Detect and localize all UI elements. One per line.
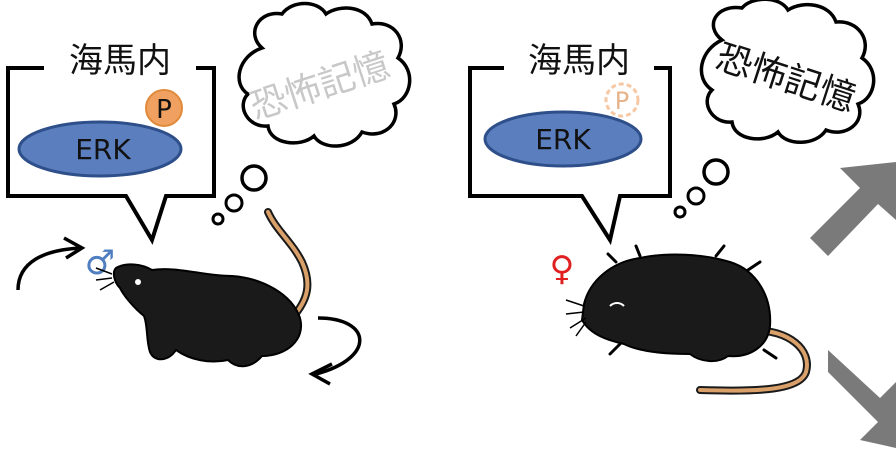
left-erk-protein [17,120,183,178]
arrow-up-right-icon [810,162,896,256]
left-mouse-body [112,263,303,368]
left-thought-bubble-small [211,212,225,226]
right-thought-cloud [699,0,876,144]
right-phospho-label: P [615,87,629,115]
right-phospho-badge-faded [604,82,640,118]
left-region-label: 海馬内 [69,41,171,81]
right-mouse-body [580,253,772,362]
right-thought-bubble-small [673,205,687,219]
left-phospho-badge [145,89,183,127]
left-mouse-whiskers [95,267,115,291]
right-erk-label: ERK [535,123,591,156]
moving-mouse-icon [95,208,312,368]
right-thought-bubble-medium [686,186,706,206]
freezing-mouse-icon [565,244,811,395]
left-erk-label: ERK [75,133,131,166]
right-thought-bubble-large [702,158,730,186]
right-mouse-whiskers [565,299,587,337]
right-erk-protein [483,110,643,168]
left-panel: 海馬内 ERK P 恐怖記憶 ♂ [6,1,412,386]
left-motion-arrow-top [16,246,81,291]
left-thought-cloud [237,1,412,148]
left-thought-bubble-medium [224,193,244,213]
right-panel: 海馬内 ERK P 恐怖記憶 ♀ [468,0,896,448]
left-motion-arrow-top-head [63,236,86,260]
male-symbol: ♂ [85,243,115,283]
left-motion-arrow-bottom [315,316,362,376]
female-symbol: ♀ [550,249,575,289]
right-region-label: 海馬内 [528,41,630,81]
right-mouse-closed-eye [609,302,625,307]
left-phospho-label: P [156,95,172,125]
arrow-down-right-icon [828,350,896,448]
left-mouse-eye [135,279,141,285]
left-thought-bubble-large [240,164,268,192]
right-mouse-tremble-lines [606,244,778,360]
left-motion-arrow-bottom-head [308,362,333,386]
